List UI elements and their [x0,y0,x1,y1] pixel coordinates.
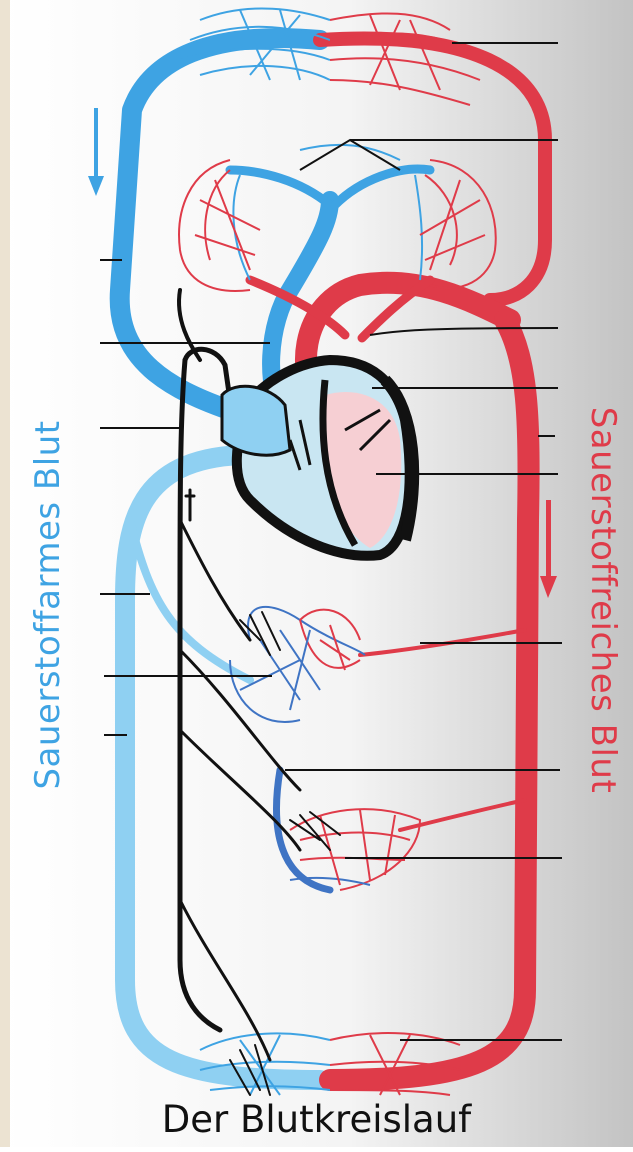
oxygen-poor-label: Sauerstoffarmes Blut [28,420,68,789]
left-border-strip [0,0,10,1147]
oxygen-rich-label: Sauerstoffreiches Blut [583,407,623,794]
diagram-caption: Der Blutkreislauf [0,1098,633,1141]
